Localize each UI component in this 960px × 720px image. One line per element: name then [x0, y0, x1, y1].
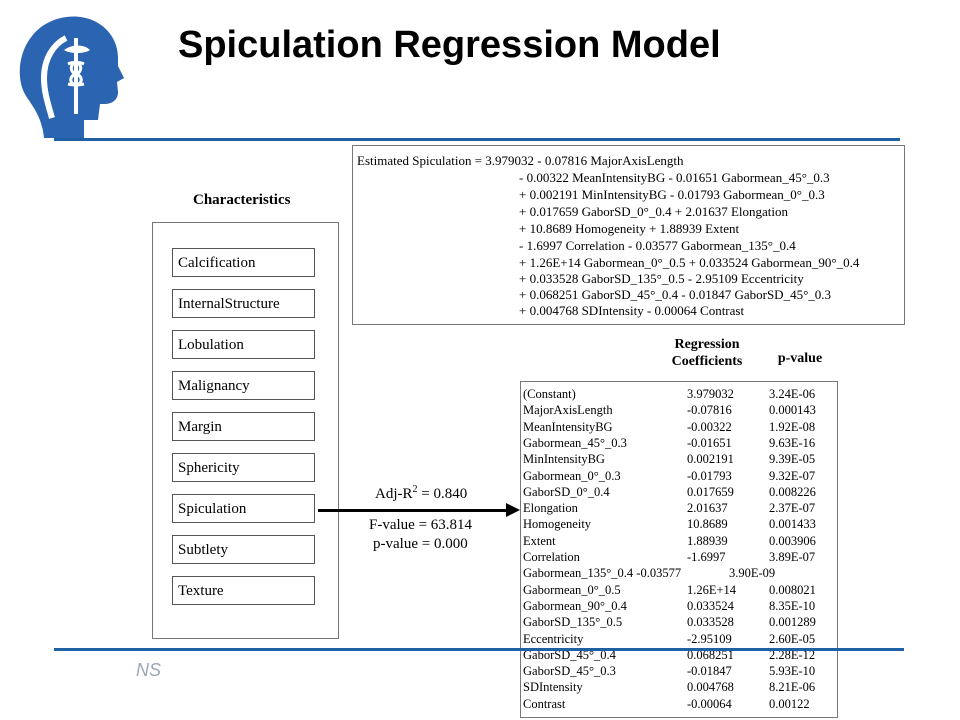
f-value-label: F-value = 63.814 — [369, 517, 473, 533]
row-coefficient: 0.033524 — [687, 598, 734, 613]
header-line-2: Coefficients — [671, 354, 743, 369]
row-p-value: 0.008226 — [769, 484, 816, 499]
row-p-value: 0.001433 — [769, 517, 816, 532]
head-caduceus-logo-icon — [19, 16, 124, 138]
equation-panel — [352, 145, 905, 325]
row-p-value: 9.63E-16 — [769, 435, 816, 450]
equation-line: + 0.004768 SDIntensity - 0.00064 Contras… — [519, 303, 745, 318]
row-variable: GaborSD_45°_0.3 — [523, 664, 616, 679]
characteristic-item-spiculation: Spiculation — [172, 494, 315, 523]
row-coefficient: -0.00064 — [687, 696, 732, 711]
adj-r2-prefix: Adj-R — [375, 486, 413, 502]
row-coefficient: 0.004768 — [687, 680, 734, 695]
arrow-head-icon — [506, 503, 520, 517]
adj-r2-superscript: 2 — [412, 484, 418, 495]
characteristic-item: Lobulation — [172, 330, 315, 359]
row-variable: Elongation — [523, 501, 578, 516]
header-line-1: Regression — [674, 337, 740, 352]
arrow-line — [318, 509, 508, 512]
row-p-value: 3.90E-09 — [729, 566, 776, 581]
row-coefficient: 2.01637 — [687, 501, 728, 516]
characteristic-item: Margin — [172, 412, 315, 441]
equation-line: + 0.068251 GaborSD_45°_0.4 - 0.01847 Gab… — [519, 287, 832, 302]
equation-line: + 1.26E+14 Gabormean_0°_0.5 + 0.033524 G… — [519, 255, 860, 270]
row-variable: Eccentricity — [523, 631, 584, 646]
row-variable: GaborSD_135°_0.5 — [523, 615, 623, 630]
row-variable: Correlation — [523, 550, 580, 564]
row-coefficient: 1.26E+14 — [687, 582, 737, 597]
row-coefficient: 0.068251 — [687, 647, 734, 662]
equation-line: - 1.6997 Correlation - 0.03577 Gabormean… — [519, 238, 796, 253]
row-variable: SDIntensity — [523, 680, 583, 695]
row-variable: Gabormean_0°_0.5 — [523, 582, 621, 597]
equation-line: + 0.033528 GaborSD_135°_0.5 - 2.95109 Ec… — [519, 271, 804, 286]
row-p-value: 2.60E-05 — [769, 631, 816, 646]
row-coefficient: -0.01651 — [687, 435, 732, 450]
row-variable: GaborSD_0°_0.4 — [523, 484, 610, 499]
row-variable: Homogeneity — [523, 517, 592, 532]
adj-r2-label: Adj-R2 = 0.840 — [375, 484, 467, 503]
characteristic-item: Subtlety — [172, 535, 315, 564]
row-coefficient: 1.88939 — [687, 533, 728, 548]
row-coefficient: 0.002191 — [687, 452, 734, 467]
row-variable: (Constant) — [523, 387, 576, 401]
characteristics-title: Characteristics — [193, 192, 291, 208]
equation-line: Estimated Spiculation = 3.979032 - 0.078… — [357, 153, 684, 168]
row-coefficient: 0.033528 — [687, 615, 734, 630]
characteristic-item: Sphericity — [172, 453, 315, 482]
equation-line: - 0.00322 MeanIntensityBG - 0.01651 Gabo… — [519, 170, 830, 185]
row-coefficient: 3.979032 — [687, 387, 734, 401]
row-p-value: 3.24E-06 — [769, 387, 816, 401]
characteristic-item: Texture — [172, 576, 315, 605]
row-coefficient: -0.07816 — [687, 403, 732, 418]
row-p-value: 9.39E-05 — [769, 452, 816, 467]
row-p-value: 5.93E-10 — [769, 664, 816, 679]
row-coefficient: -1.6997 — [687, 550, 726, 564]
row-variable: Gabormean_45°_0.3 — [523, 435, 627, 450]
row-coefficient: -2.95109 — [687, 631, 732, 646]
row-variable: MinIntensityBG — [523, 452, 605, 467]
coefficients-table — [520, 381, 838, 718]
row-p-value: 8.35E-10 — [769, 598, 816, 613]
row-variable: Extent — [523, 533, 556, 548]
row-variable: MeanIntensityBG — [523, 419, 613, 434]
page-title: Spiculation Regression Model — [178, 24, 721, 66]
characteristic-item: InternalStructure — [172, 289, 315, 318]
row-p-value: 2.28E-12 — [769, 647, 816, 662]
row-variable: Gabormean_135°_0.4 -0.03577 — [523, 566, 682, 581]
top-divider — [54, 138, 900, 141]
row-variable: Contrast — [523, 696, 566, 711]
row-variable: GaborSD_45°_0.4 — [523, 647, 616, 662]
row-coefficient: 10.8689 — [687, 517, 728, 532]
row-p-value: 0.00122 — [769, 696, 810, 711]
row-p-value: 2.37E-07 — [769, 501, 816, 516]
footer-text: NS — [136, 660, 162, 680]
row-variable: Gabormean_90°_0.4 — [523, 598, 627, 613]
row-coefficient: -0.01793 — [687, 468, 732, 483]
row-p-value: 9.32E-07 — [769, 468, 816, 483]
row-coefficient: 0.017659 — [687, 484, 734, 499]
row-p-value: 0.000143 — [769, 403, 816, 418]
row-p-value: 8.21E-06 — [769, 680, 816, 695]
equation-line: + 0.017659 GaborSD_0°_0.4 + 2.01637 Elon… — [519, 204, 789, 219]
p-value-label: p-value = 0.000 — [373, 536, 468, 552]
row-p-value: 3.89E-07 — [769, 550, 816, 564]
p-value-header: p-value — [777, 351, 823, 366]
characteristics-panel — [152, 222, 339, 639]
row-coefficient: -0.01847 — [687, 664, 732, 679]
row-p-value: 0.008021 — [769, 582, 816, 597]
bottom-divider — [54, 648, 904, 651]
row-variable: MajorAxisLength — [523, 403, 613, 418]
row-coefficient: -0.00322 — [687, 419, 732, 434]
characteristic-item: Calcification — [172, 248, 315, 277]
adj-r2-value: = 0.840 — [417, 486, 468, 502]
row-variable: Gabormean_0°_0.3 — [523, 468, 621, 483]
equation-line: + 0.002191 MinIntensityBG - 0.01793 Gabo… — [519, 187, 825, 202]
row-p-value: 1.92E-08 — [769, 419, 816, 434]
row-p-value: 0.001289 — [769, 615, 816, 630]
characteristic-item: Malignancy — [172, 371, 315, 400]
row-p-value: 0.003906 — [769, 533, 816, 548]
equation-line: + 10.8689 Homogeneity + 1.88939 Extent — [519, 221, 740, 236]
